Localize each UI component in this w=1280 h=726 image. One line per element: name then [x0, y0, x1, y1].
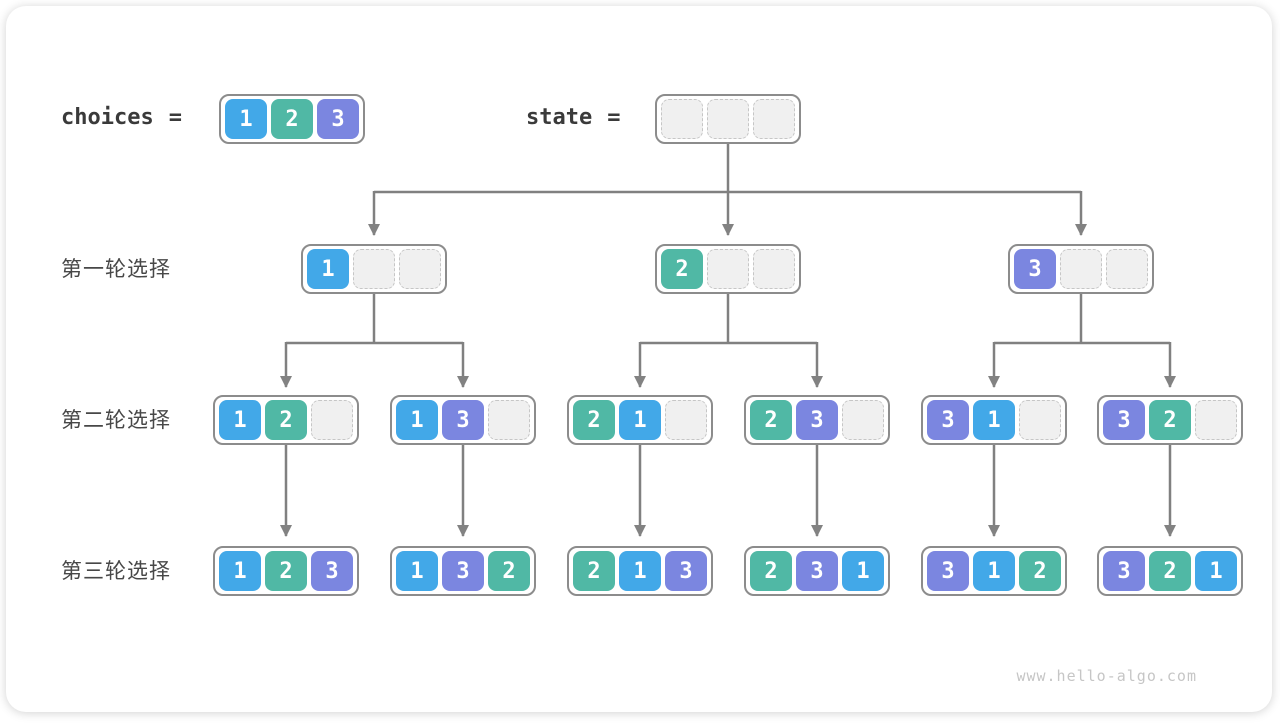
cell-empty — [707, 99, 749, 139]
cell-empty — [707, 249, 749, 289]
round-3-label: 第三轮选择 — [61, 559, 171, 583]
cell-empty — [488, 400, 530, 440]
cell-value-3: 3 — [796, 400, 838, 440]
cell-empty — [1195, 400, 1237, 440]
cell-value-2: 2 — [573, 400, 615, 440]
cell-value-2: 2 — [265, 551, 307, 591]
diagram-canvas: choices = state = 第一轮选择 第二轮选择 第三轮选择 www.… — [6, 6, 1272, 712]
cell-value-3: 3 — [927, 400, 969, 440]
cell-value-1: 1 — [396, 551, 438, 591]
round-1-label: 第一轮选择 — [61, 257, 171, 281]
diagram-card: choices = state = 第一轮选择 第二轮选择 第三轮选择 www.… — [6, 6, 1272, 712]
state-label-group: state = — [526, 104, 620, 132]
round-2-label: 第二轮选择 — [61, 408, 171, 432]
node-r1-2: 2 — [655, 244, 801, 294]
cell-value-2: 2 — [488, 551, 530, 591]
state-label: state — [526, 105, 593, 130]
cell-value-2: 2 — [1149, 400, 1191, 440]
cell-value-3: 3 — [442, 551, 484, 591]
cell-value-1: 1 — [219, 400, 261, 440]
cell-value-1: 1 — [973, 551, 1015, 591]
state-equals: = — [607, 105, 621, 130]
choices-label: choices — [61, 105, 154, 130]
cell-empty — [399, 249, 441, 289]
node-r1-1: 1 — [301, 244, 447, 294]
cell-value-1: 1 — [396, 400, 438, 440]
cell-empty — [353, 249, 395, 289]
cell-value-1: 1 — [842, 551, 884, 591]
cell-empty — [661, 99, 703, 139]
cell-value-3: 3 — [796, 551, 838, 591]
cell-value-2: 2 — [750, 400, 792, 440]
cell-value-2: 2 — [265, 400, 307, 440]
cell-value-1: 1 — [619, 400, 661, 440]
state-array — [655, 94, 801, 144]
cell-value-2: 2 — [271, 99, 313, 139]
cell-value-1: 1 — [307, 249, 349, 289]
cell-value-3: 3 — [927, 551, 969, 591]
cell-empty — [1019, 400, 1061, 440]
tree-connectors — [280, 142, 1176, 537]
node-r1-3: 3 — [1008, 244, 1154, 294]
cell-value-2: 2 — [1019, 551, 1061, 591]
cell-value-3: 3 — [317, 99, 359, 139]
cell-value-3: 3 — [1014, 249, 1056, 289]
watermark: www.hello-algo.com — [1016, 667, 1197, 685]
cell-value-2: 2 — [661, 249, 703, 289]
cell-empty — [842, 400, 884, 440]
cell-value-1: 1 — [619, 551, 661, 591]
cell-empty — [1106, 249, 1148, 289]
cell-value-3: 3 — [1103, 400, 1145, 440]
cell-empty — [753, 249, 795, 289]
cell-value-1: 1 — [225, 99, 267, 139]
cell-value-1: 1 — [1195, 551, 1237, 591]
cell-empty — [753, 99, 795, 139]
cell-value-2: 2 — [573, 551, 615, 591]
cell-value-3: 3 — [1103, 551, 1145, 591]
choices-label-group: choices = — [61, 104, 182, 132]
choices-equals: = — [168, 105, 182, 130]
cell-empty — [311, 400, 353, 440]
cell-value-1: 1 — [219, 551, 261, 591]
cell-value-3: 3 — [442, 400, 484, 440]
cell-empty — [665, 400, 707, 440]
cell-value-2: 2 — [750, 551, 792, 591]
cell-value-2: 2 — [1149, 551, 1191, 591]
cell-value-3: 3 — [311, 551, 353, 591]
cell-value-1: 1 — [973, 400, 1015, 440]
cell-value-3: 3 — [665, 551, 707, 591]
cell-empty — [1060, 249, 1102, 289]
